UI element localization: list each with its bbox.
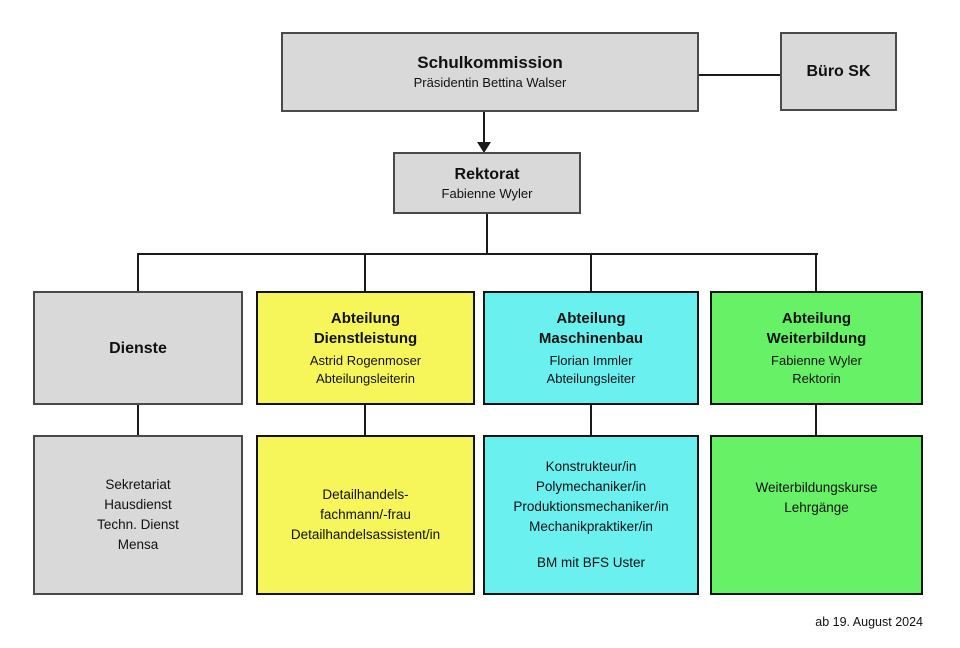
dept-box-maschinenbau: Abteilung Maschinenbau Florian Immler Ab… <box>483 291 699 405</box>
schulkommission-title: Schulkommission <box>417 53 563 72</box>
unit-line: Mensa <box>117 537 159 552</box>
unit-line: Polymechaniker/in <box>535 479 647 494</box>
connector-maschinenbau-unit <box>590 405 592 435</box>
dept-title-line: Dienstleistung <box>313 329 418 347</box>
connector-dienste-unit <box>137 405 139 435</box>
dept-person: Astrid Rogenmoser <box>309 352 422 368</box>
unit-line: Detailhandels- <box>322 487 409 502</box>
connector-drop-weiterbildung <box>815 253 817 291</box>
date-note: ab 19. August 2024 <box>815 615 923 629</box>
connector-rektorat-stem <box>486 214 488 255</box>
dept-dienste-title: Dienste <box>109 339 167 357</box>
rektorat-title: Rektorat <box>454 165 520 183</box>
schulkommission-subtitle: Präsidentin Bettina Walser <box>413 75 567 90</box>
unit-line: Produktionsmechaniker/in <box>513 499 669 514</box>
box-buero-sk: Büro SK <box>780 32 897 111</box>
dept-title-line: Abteilung <box>556 309 626 327</box>
unit-line: Hausdienst <box>104 497 172 512</box>
connector-drop-dienstleistung <box>364 253 366 291</box>
connector-dienstleistung-unit <box>364 405 366 435</box>
dept-role: Abteilungsleiter <box>546 370 636 386</box>
unit-box-maschinenbau: Konstrukteur/in Polymechaniker/in Produk… <box>483 435 699 595</box>
dept-person: Florian Immler <box>549 352 633 368</box>
connector-drop-dienste <box>137 253 139 291</box>
unit-line: fachmann/-frau <box>320 507 411 522</box>
dept-box-weiterbildung: Abteilung Weiterbildung Fabienne Wyler R… <box>710 291 923 405</box>
arrow-down-icon <box>477 142 491 153</box>
unit-line: Mechanikpraktiker/in <box>529 519 653 534</box>
dept-title-line: Abteilung <box>330 309 401 327</box>
unit-line: Techn. Dienst <box>97 517 179 532</box>
unit-note: BM mit BFS Uster <box>536 555 645 570</box>
connector-distribution-line <box>137 253 818 255</box>
unit-box-weiterbildung: Weiterbildungskurse Lehrgänge <box>710 435 923 595</box>
unit-box-dienste: Sekretariat Hausdienst Techn. Dienst Men… <box>33 435 243 595</box>
unit-line: Detailhandelsassistent/in <box>290 527 441 542</box>
connector-schulkommission-buero <box>699 74 780 76</box>
unit-line: Lehrgänge <box>784 500 849 515</box>
dept-box-dienstleistung: Abteilung Dienstleistung Astrid Rogenmos… <box>256 291 475 405</box>
connector-weiterbildung-unit <box>815 405 817 435</box>
dept-title-line: Abteilung <box>781 309 852 327</box>
dept-role: Rektorin <box>792 370 841 386</box>
unit-line: Weiterbildungskurse <box>755 480 878 495</box>
dept-person: Fabienne Wyler <box>771 352 862 368</box>
connector-drop-maschinenbau <box>590 253 592 291</box>
unit-line: Konstrukteur/in <box>545 459 637 474</box>
box-schulkommission: Schulkommission Präsidentin Bettina Wals… <box>281 32 699 112</box>
box-rektorat: Rektorat Fabienne Wyler <box>393 152 581 214</box>
unit-box-dienstleistung: Detailhandels- fachmann/-frau Detailhand… <box>256 435 475 595</box>
unit-line: Sekretariat <box>105 477 171 492</box>
dept-title-line: Maschinenbau <box>538 329 644 347</box>
rektorat-subtitle: Fabienne Wyler <box>441 185 533 201</box>
connector-schulkommission-rektorat <box>483 112 485 143</box>
dept-box-dienste: Dienste <box>33 291 243 405</box>
buero-sk-title: Büro SK <box>806 63 871 80</box>
dept-role: Abteilungsleiterin <box>315 370 415 386</box>
dept-title-line: Weiterbildung <box>766 329 867 347</box>
